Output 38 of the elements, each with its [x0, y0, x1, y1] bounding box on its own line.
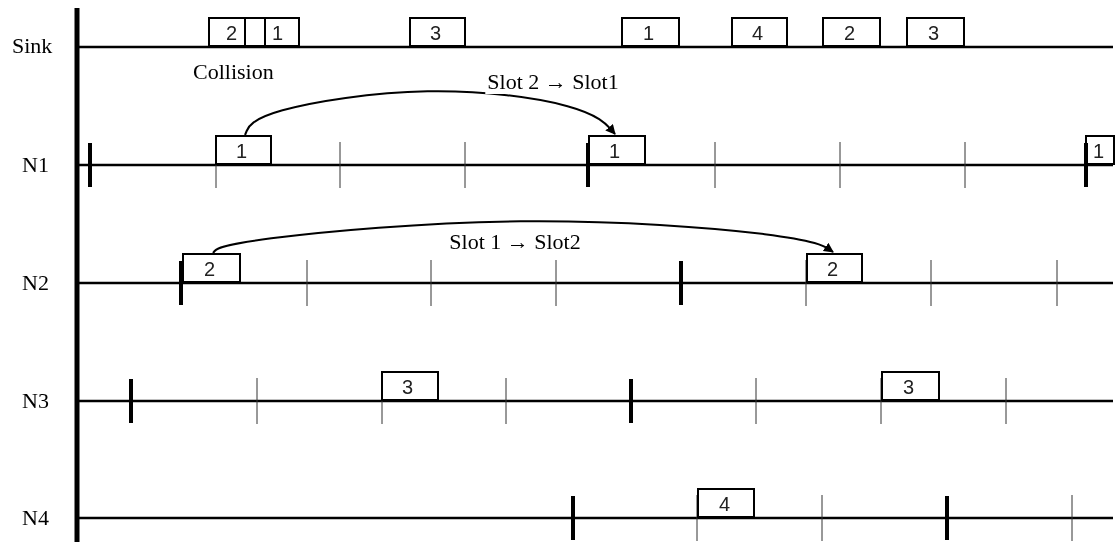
packet-number: 2 [204, 257, 216, 282]
packet-box [906, 17, 965, 47]
curved-arrow [244, 90, 616, 136]
row-label: N1 [22, 153, 49, 177]
packet-number: 2 [844, 21, 856, 46]
packet-number: 2 [226, 21, 238, 46]
row-label: N3 [22, 389, 49, 413]
packet-number: 3 [402, 375, 414, 400]
row-label: Sink [12, 34, 53, 58]
packet-number: 4 [752, 21, 764, 46]
packet-box [731, 17, 788, 47]
curved-arrow [212, 220, 834, 254]
packet-box [697, 488, 755, 518]
packet-box [1085, 135, 1115, 165]
packet-box [244, 17, 300, 47]
packet-box [588, 135, 646, 165]
packet-number: 4 [719, 492, 731, 517]
packet-box [822, 17, 881, 47]
packet-number: 3 [430, 21, 442, 46]
packet-number: 2 [827, 257, 839, 282]
packet-box [215, 135, 272, 165]
packet-box [806, 253, 863, 283]
packet-number: 3 [903, 375, 915, 400]
packet-number: 3 [928, 21, 940, 46]
packet-box [409, 17, 466, 47]
row-label: N2 [22, 271, 49, 295]
row-label: N4 [22, 506, 49, 530]
packet-box [182, 253, 241, 283]
packet-number: 1 [609, 139, 621, 164]
packet-number: 1 [1093, 139, 1105, 164]
packet-box [621, 17, 680, 47]
packet-number: 1 [272, 21, 284, 46]
packet-box [381, 371, 439, 401]
packet-box [881, 371, 940, 401]
packet-number: 1 [643, 21, 655, 46]
collision-note: Collision [193, 60, 274, 84]
packet-box [208, 17, 266, 47]
packet-number: 1 [236, 139, 248, 164]
